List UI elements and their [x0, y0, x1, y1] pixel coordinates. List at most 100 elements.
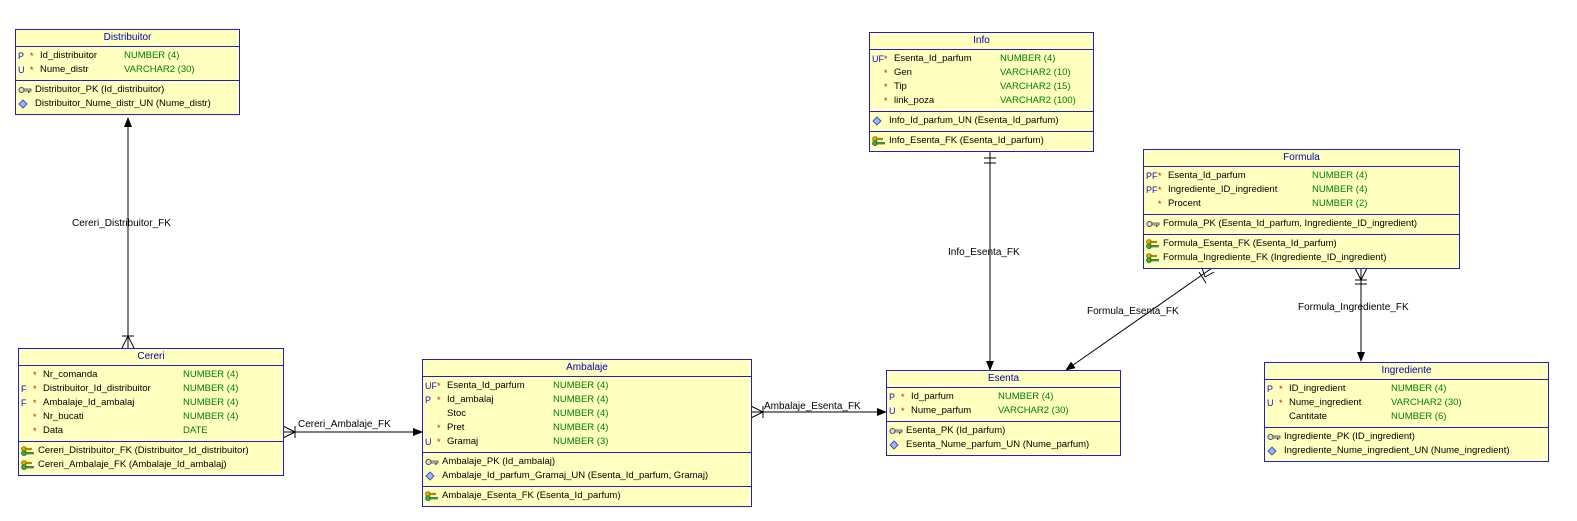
required-marker: *	[33, 412, 37, 422]
label-formula-ingrediente-fk: Formula_Ingrediente_FK	[1298, 302, 1409, 313]
constraint-row[interactable]: Ambalaje_Esenta_FK (Esenta_Id_parfum)	[423, 489, 751, 503]
info-esenta-link[interactable]	[984, 151, 996, 371]
column-name: Ambalaje_Id_ambalaj	[43, 397, 135, 408]
required-marker: *	[437, 395, 441, 405]
keys-section: Distribuitor_PK (Id_distribuitor)Distrib…	[16, 81, 239, 114]
required-marker: *	[884, 54, 888, 64]
constraint-text: Ambalaje_Esenta_FK (Esenta_Id_parfum)	[442, 490, 621, 501]
column-type: VARCHAR2 (30)	[1391, 397, 1462, 408]
constraint-row[interactable]: Ingrediente_PK (ID_ingredient)	[1265, 430, 1548, 444]
required-marker: *	[1158, 171, 1162, 181]
constraint-row[interactable]: Formula_Esenta_FK (Esenta_Id_parfum)	[1144, 237, 1459, 251]
constraint-row[interactable]: Ingrediente_Nume_ingredient_UN (Nume_ing…	[1265, 444, 1548, 458]
constraint-row[interactable]: Ambalaje_Id_parfum_Gramaj_UN (Esenta_Id_…	[423, 469, 751, 483]
column-name: Nr_comanda	[43, 369, 98, 380]
ambalaje-esenta-link[interactable]	[750, 405, 887, 419]
column-type: VARCHAR2 (100)	[1000, 95, 1076, 106]
constraint-text: Ingrediente_Nume_ingredient_UN (Nume_ing…	[1284, 445, 1510, 456]
foreign-keys-section: Cereri_Distribuitor_FK (Distribuitor_Id_…	[19, 442, 283, 475]
column-type: VARCHAR2 (15)	[1000, 81, 1071, 92]
primary-key-icon	[889, 427, 903, 435]
column-name: Esenta_Id_parfum	[447, 380, 525, 391]
required-marker: *	[33, 384, 37, 394]
column-name: ID_ingredient	[1289, 383, 1346, 394]
key-flag: PF	[1146, 185, 1158, 195]
column-type: NUMBER (3)	[553, 436, 609, 447]
constraint-row[interactable]: Distribuitor_Nume_distr_UN (Nume_distr)	[16, 97, 239, 111]
label-info-esenta-fk: Info_Esenta_FK	[948, 247, 1020, 258]
cereri-distribuitor-link[interactable]	[121, 117, 135, 349]
constraint-text: Ambalaje_PK (Id_ambalaj)	[442, 456, 556, 467]
formula-esenta-link[interactable]	[1065, 267, 1215, 371]
column-name: Tip	[894, 81, 907, 92]
required-marker: *	[1158, 199, 1162, 209]
primary-key-icon	[425, 458, 439, 466]
constraint-row[interactable]: Ambalaje_PK (Id_ambalaj)	[423, 455, 751, 469]
constraint-row[interactable]: Info_Esenta_FK (Esenta_Id_parfum)	[870, 134, 1093, 148]
constraint-row[interactable]: Esenta_Nume_parfum_UN (Nume_parfum)	[887, 438, 1120, 452]
column-type: NUMBER (4)	[183, 369, 239, 380]
column-type: VARCHAR2 (10)	[1000, 67, 1071, 78]
constraint-text: Ingrediente_PK (ID_ingredient)	[1284, 431, 1415, 442]
unique-key-icon	[1267, 446, 1277, 456]
key-flag: P	[889, 392, 896, 402]
column-type: NUMBER (4)	[1000, 53, 1056, 64]
constraint-row[interactable]: Esenta_PK (Id_parfum)	[887, 424, 1120, 438]
column-type: NUMBER (4)	[553, 380, 609, 391]
foreign-keys-section: Ambalaje_Esenta_FK (Esenta_Id_parfum)	[423, 487, 751, 506]
keys-section: Ingrediente_PK (ID_ingredient) Ingredient…	[1265, 428, 1548, 461]
cereri-ambalaje-link[interactable]	[282, 425, 423, 439]
foreign-key-icon	[1146, 253, 1159, 263]
constraint-row[interactable]: Distribuitor_PK (Id_distribuitor)	[16, 83, 239, 97]
constraint-row[interactable]: Formula_PK (Esenta_Id_parfum, Ingredient…	[1144, 217, 1459, 231]
constraint-row[interactable]: Info_Id_parfum_UN (Esenta_Id_parfum)	[870, 114, 1093, 128]
constraint-row[interactable]: Formula_Ingrediente_FK (Ingrediente_ID_i…	[1144, 251, 1459, 265]
table-title: Cereri	[19, 349, 283, 366]
table-title: Info	[870, 33, 1093, 50]
constraint-row[interactable]: Cereri_Ambalaje_FK (Ambalaje_Id_ambalaj)	[19, 458, 283, 472]
unique-key-icon	[425, 471, 435, 481]
column-type: NUMBER (4)	[553, 422, 609, 433]
unique-key-icon	[18, 99, 28, 109]
column-name: Cantitate	[1289, 411, 1328, 422]
label-ambalaje-esenta-fk: Ambalaje_Esenta_FK	[764, 401, 861, 412]
constraint-row[interactable]: Cereri_Distribuitor_FK (Distribuitor_Id_…	[19, 444, 283, 458]
constraint-text: Cereri_Ambalaje_FK (Ambalaje_Id_ambalaj)	[38, 459, 227, 470]
column-type: NUMBER (4)	[553, 408, 609, 419]
column-name: Esenta_Id_parfum	[894, 53, 972, 64]
column-type: NUMBER (4)	[183, 383, 239, 394]
formula-ingrediente-link[interactable]	[1354, 267, 1368, 362]
